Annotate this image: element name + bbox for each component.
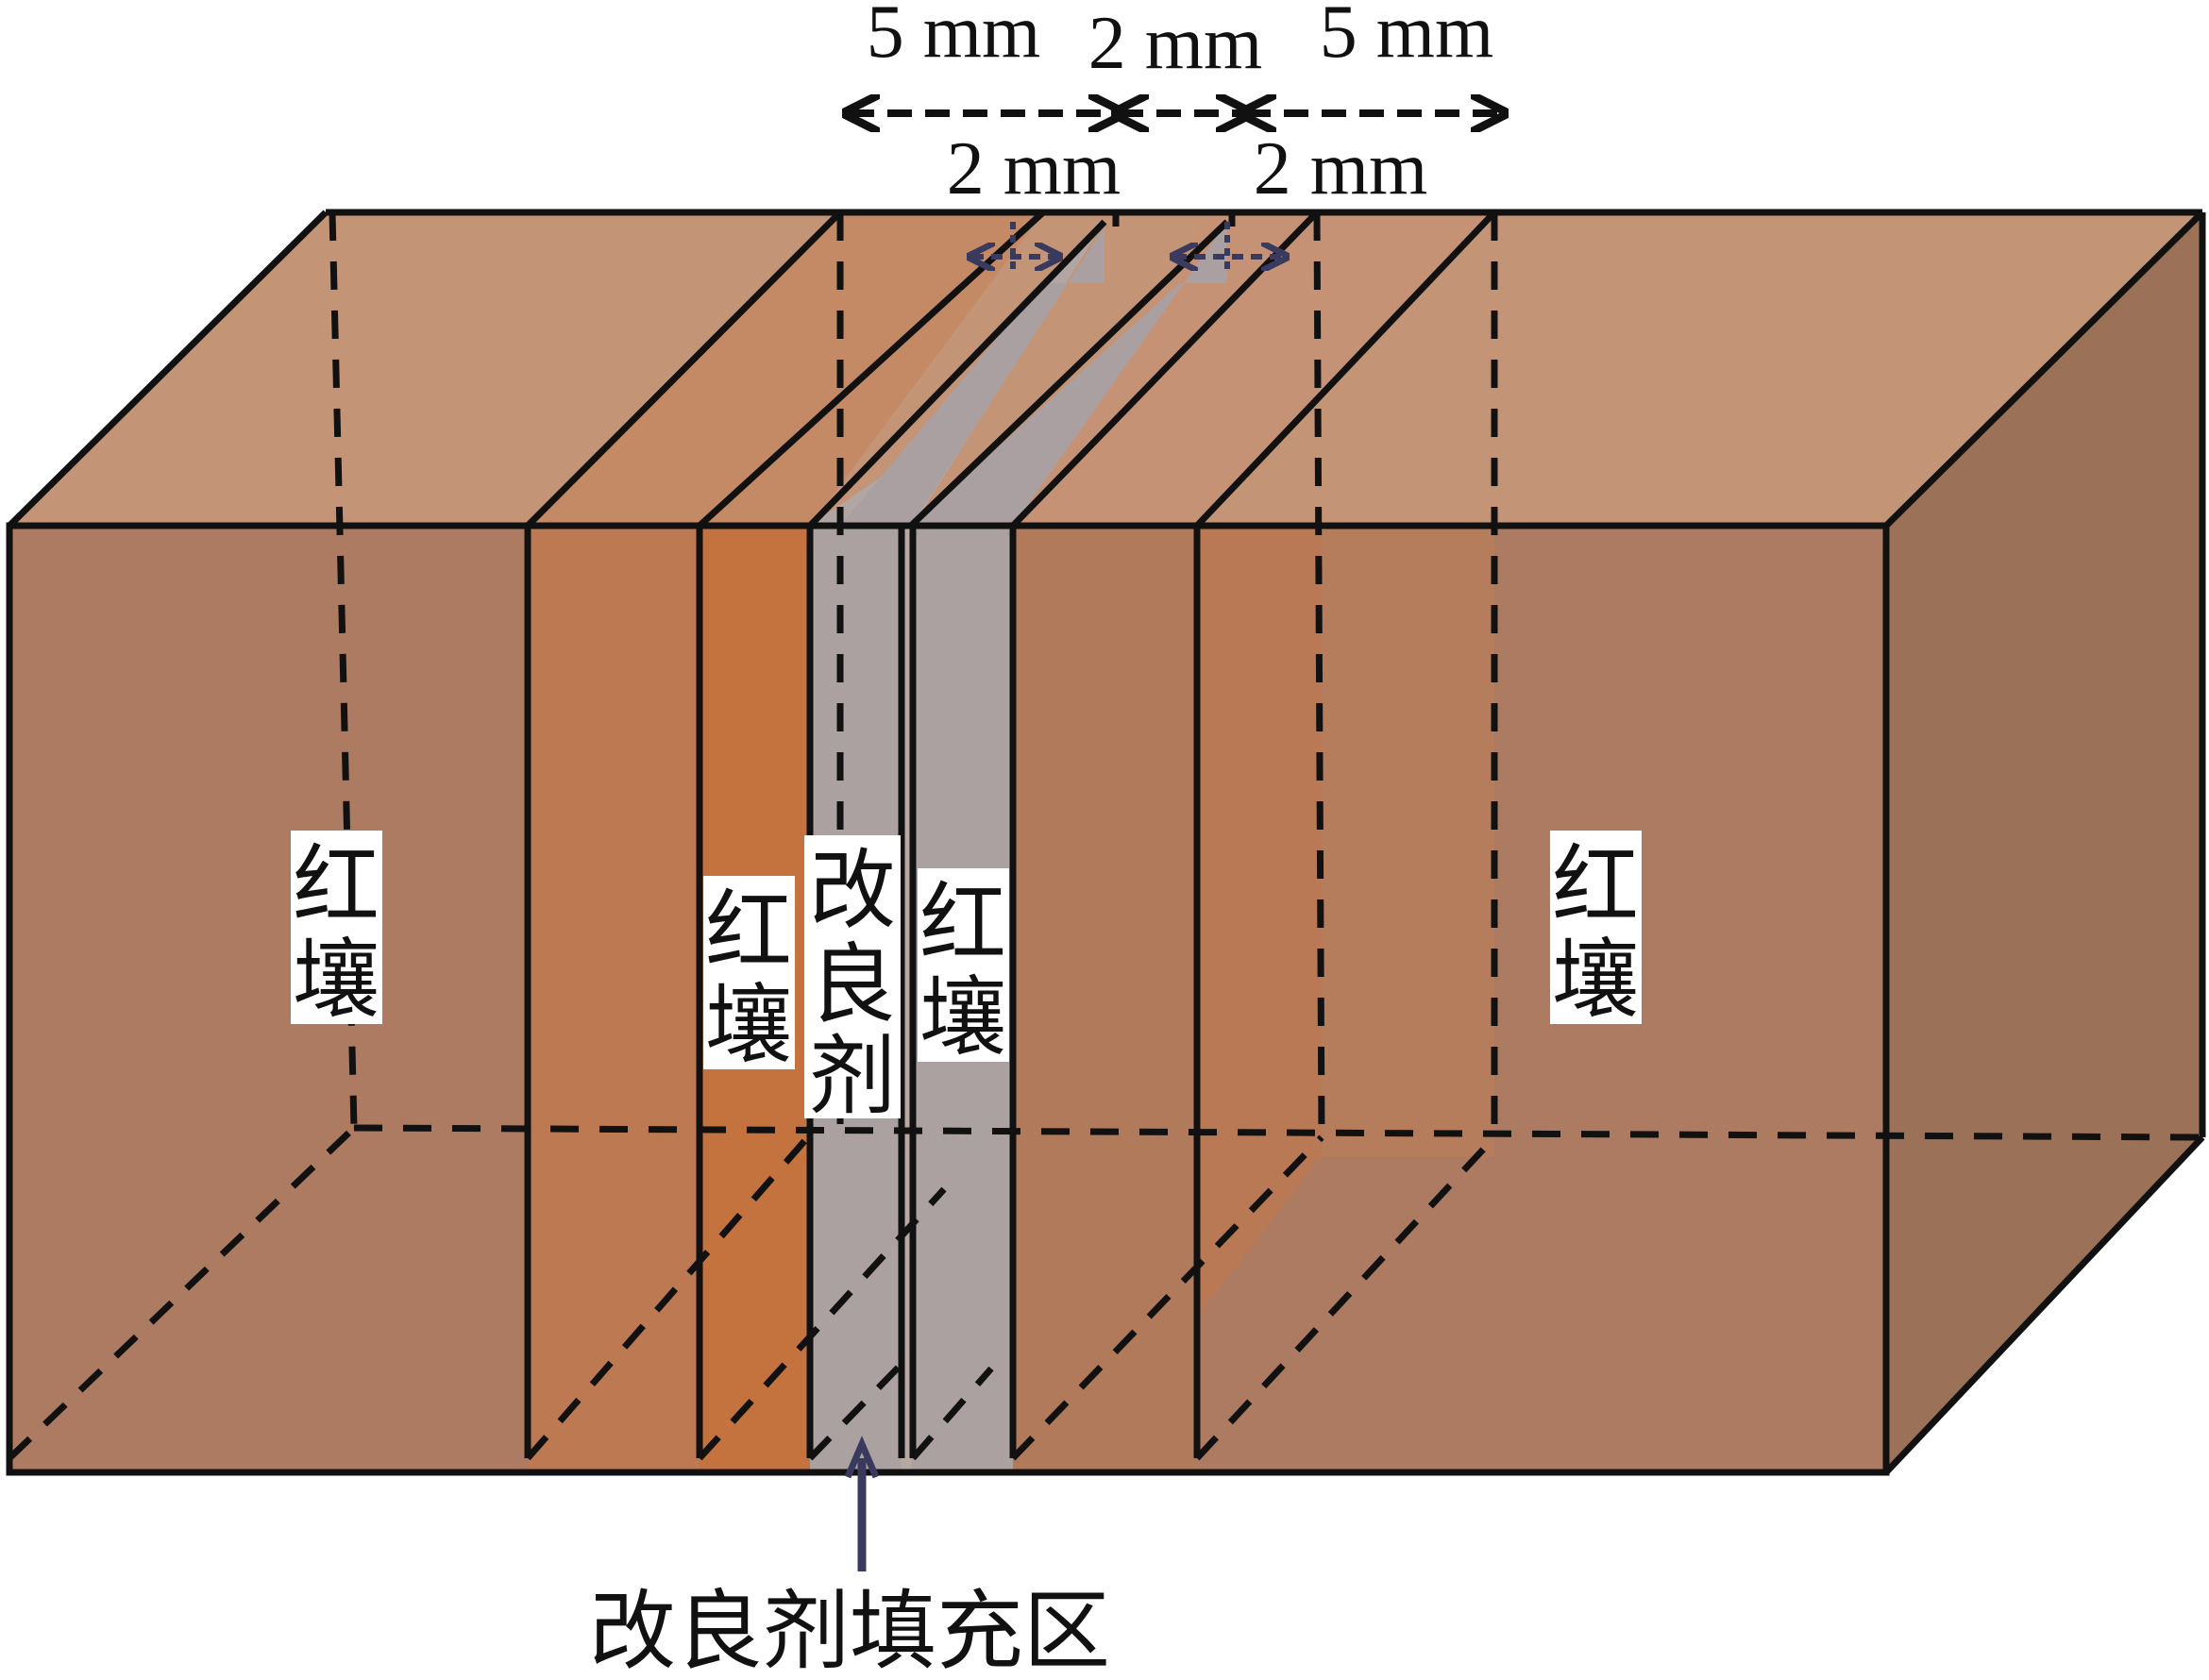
right-face: [1886, 212, 2202, 1472]
front-outline: [6, 522, 1890, 1476]
amendment-gap: [902, 526, 911, 1472]
soil-label-inner-right-line2: 壤: [919, 967, 1006, 1068]
dim-label-lower-right: 2 mm: [1254, 127, 1427, 210]
bottom-diag-6: [1194, 1134, 1497, 1461]
dim-label-top-left: 5 mm: [867, 0, 1040, 74]
back-bottom-edge: [353, 1124, 2203, 1141]
soil-label-inner-left: 红 壤: [703, 876, 795, 1076]
bottom-diag-left: [7, 1125, 357, 1461]
dim-label-top-right: 5 mm: [1320, 0, 1493, 74]
soil-label-inner-right: 红 壤: [918, 868, 1009, 1068]
top-left-edge: [7, 210, 329, 529]
top-diag-1: [525, 210, 843, 529]
pointer-head: [844, 1436, 880, 1479]
bottom-right-edge: [1883, 1134, 2205, 1475]
soil-label-left-line1: 红: [293, 835, 379, 936]
top-diag-3: [807, 219, 1107, 529]
soil-label-inner-left-line2: 壤: [705, 975, 792, 1076]
right-back-slab: [1197, 526, 1322, 1317]
hidden-front-back-2: [1313, 211, 1325, 1138]
right-slab-top: [1013, 212, 1494, 526]
gap-arrows: [972, 222, 1284, 274]
left-slab-front: [528, 526, 700, 1472]
right-inner-slab-front: [1013, 526, 1197, 1472]
top-right-edge: [1883, 210, 2205, 529]
fill-zone-pointer: [844, 1436, 880, 1571]
orange-panels: [528, 212, 1494, 1472]
amendment-label-line1: 改: [809, 840, 896, 941]
dim-label-lower-left: 2 mm: [947, 127, 1121, 210]
soil-label-right-line1: 红: [1552, 835, 1639, 936]
caption-amendment-fill-zone: 改良剂填充区: [589, 1581, 1110, 1680]
top-diag-4: [908, 219, 1230, 529]
soil-label-right: 红 壤: [1550, 831, 1642, 1031]
right-back-slab-2: [1322, 526, 1494, 1156]
bottom-diag-4: [910, 1366, 994, 1461]
bottom-diag-5: [1010, 1134, 1324, 1461]
soil-label-inner-right-line1: 红: [919, 873, 1006, 974]
amendment-label-line2: 良: [809, 934, 896, 1035]
soil-label-left: 红 壤: [291, 831, 382, 1031]
bottom-diag-1: [525, 1130, 815, 1461]
left-slab-top: [528, 212, 1043, 526]
solid-outlines: [6, 209, 2206, 1476]
soil-label-inner-left-line1: 红: [705, 881, 792, 982]
bottom-diag-2: [697, 1186, 947, 1461]
soil-label-left-line2: 壤: [293, 930, 379, 1031]
amendment-label-line3: 剂: [809, 1026, 896, 1127]
soil-label-right-line2: 壤: [1552, 930, 1639, 1031]
bottom-diag-3: [807, 1356, 909, 1461]
top-diag-6: [1194, 210, 1497, 529]
dim-label-top-middle: 2 mm: [1088, 2, 1262, 85]
amendment-label: 改 良 剂: [804, 835, 901, 1127]
